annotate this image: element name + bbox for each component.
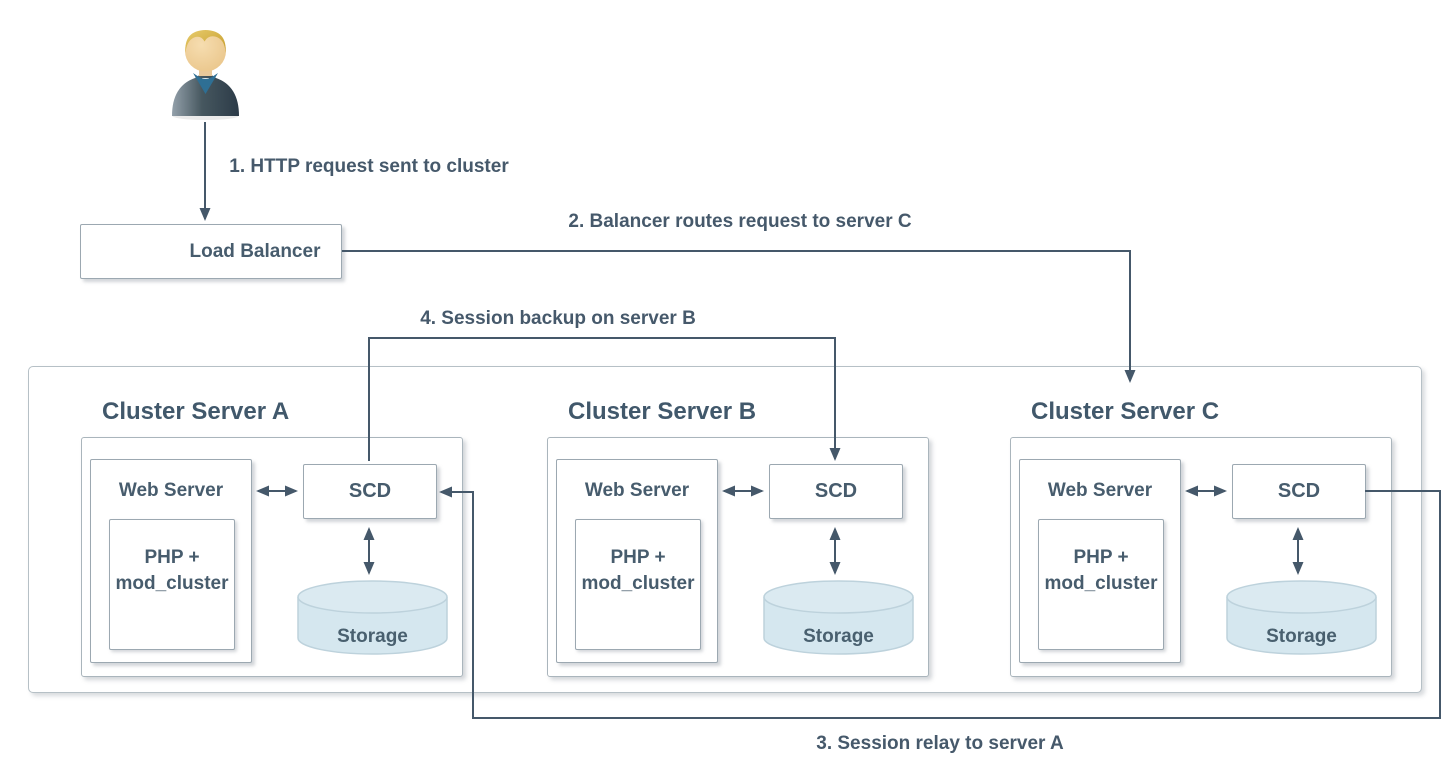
php-label-line2: mod_cluster bbox=[1044, 572, 1158, 594]
php-label-line1: PHP + bbox=[144, 547, 200, 569]
storage-label: Storage bbox=[1266, 626, 1337, 647]
cluster-title: Cluster Server C bbox=[1031, 398, 1220, 425]
storage-label: Storage bbox=[337, 626, 408, 647]
php-mod-cluster-box: PHP + mod_cluster bbox=[1038, 519, 1164, 650]
scd-label: SCD bbox=[348, 480, 392, 502]
php-label-line2: mod_cluster bbox=[115, 572, 229, 594]
scd-label: SCD bbox=[1277, 480, 1321, 502]
storage-label: Storage bbox=[803, 626, 874, 647]
web-server-label: Web Server bbox=[584, 480, 690, 501]
storage-cylinder: Storage bbox=[1225, 579, 1378, 657]
flow-label-step2: 2. Balancer routes request to server C bbox=[568, 211, 912, 232]
web-server-box: Web Server PHP + mod_cluster bbox=[556, 459, 718, 663]
scd-box: SCD bbox=[303, 464, 437, 519]
cluster-panel-b: Cluster Server B Web Server PHP + mod_cl… bbox=[547, 398, 929, 677]
storage-cylinder-icon bbox=[297, 580, 448, 655]
load-balancer-label: Load Balancer bbox=[189, 240, 321, 262]
scd-box: SCD bbox=[1232, 464, 1366, 519]
storage-cylinder: Storage bbox=[762, 579, 915, 657]
scd-label: SCD bbox=[814, 480, 858, 502]
cluster-title: Cluster Server A bbox=[102, 398, 290, 425]
user-avatar-graphic bbox=[172, 30, 239, 120]
user-icon bbox=[168, 26, 243, 120]
php-label-line1: PHP + bbox=[1073, 547, 1129, 569]
scd-box: SCD bbox=[769, 464, 903, 519]
cluster-title: Cluster Server B bbox=[568, 398, 757, 425]
php-mod-cluster-box: PHP + mod_cluster bbox=[109, 519, 235, 650]
cluster-panel-c: Cluster Server C Web Server PHP + mod_cl… bbox=[1010, 398, 1392, 677]
cluster-panel-a: Cluster Server A Web Server PHP + mod_cl… bbox=[81, 398, 463, 677]
flow-label-step4: 4. Session backup on server B bbox=[420, 308, 696, 329]
web-server-label: Web Server bbox=[1047, 480, 1153, 501]
php-label-line2: mod_cluster bbox=[581, 572, 695, 594]
storage-cylinder: Storage bbox=[296, 579, 449, 657]
web-server-label: Web Server bbox=[118, 480, 224, 501]
web-server-box: Web Server PHP + mod_cluster bbox=[1019, 459, 1181, 663]
load-balancer-box: Load Balancer bbox=[80, 224, 342, 279]
php-label-line1: PHP + bbox=[610, 547, 666, 569]
web-server-box: Web Server PHP + mod_cluster bbox=[90, 459, 252, 663]
flow-label-step1: 1. HTTP request sent to cluster bbox=[229, 156, 509, 177]
php-mod-cluster-box: PHP + mod_cluster bbox=[575, 519, 701, 650]
flow-label-step3: 3. Session relay to server A bbox=[816, 733, 1064, 754]
